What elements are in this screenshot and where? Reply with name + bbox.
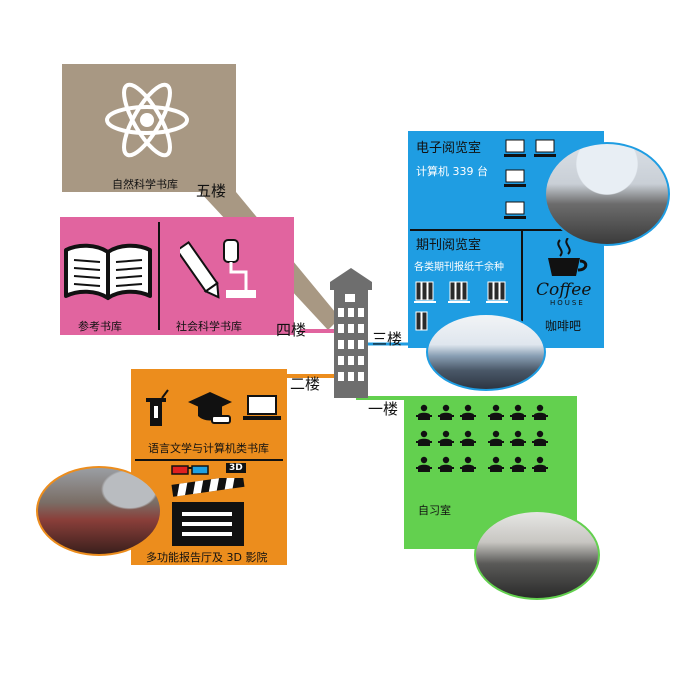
atom-icon	[105, 82, 189, 158]
floor-4-label: 四楼	[276, 321, 307, 339]
periodical-room-photo	[426, 313, 546, 391]
auditorium-label: 多功能报告厅及 3D 影院	[146, 551, 268, 564]
computer-room-photo	[544, 142, 670, 246]
periodical-reading-title: 期刊阅览室	[416, 238, 482, 253]
blue-vdivider	[521, 231, 523, 343]
magazine-rack-icon	[414, 281, 508, 331]
podium-icon	[146, 389, 169, 426]
floor-3-label: 三楼	[372, 330, 403, 348]
reference-label: 参考书库	[78, 320, 122, 333]
cafe-label: 咖啡吧	[545, 319, 582, 333]
electronic-reading-title: 电子阅览室	[416, 141, 482, 156]
computers-count: 计算机 339 台	[416, 165, 488, 178]
language-computer-label: 语言文学与计算机类书库	[148, 442, 269, 455]
building-icon	[330, 268, 372, 398]
natural-science-label: 自然科学书库	[112, 178, 178, 191]
orange-divider	[135, 459, 283, 461]
study-desks-icon	[416, 404, 548, 472]
natural-science-panel	[62, 64, 236, 192]
pencil-roller-icon	[180, 239, 256, 299]
floor-2-label: 二楼	[290, 375, 321, 393]
periodicals-count: 各类期刊报纸千余种	[414, 262, 504, 273]
laptop-icon	[243, 395, 281, 420]
floor-5-label: 五楼	[196, 182, 227, 200]
3d-badge: 3D	[226, 463, 246, 473]
graduation-cap-icon	[188, 392, 232, 424]
coffee-house-word: HOUSE	[550, 299, 585, 307]
social-science-label: 社会科学书库	[176, 320, 242, 333]
computer-icons	[504, 139, 556, 219]
open-book-icon	[64, 243, 152, 300]
study-room-label: 自习室	[418, 504, 451, 517]
3d-glasses-icon	[171, 465, 209, 475]
floor-1-label: 一楼	[368, 400, 399, 418]
blue-hdivider	[410, 229, 602, 231]
coffee-cup-icon	[548, 238, 588, 276]
clapperboard-icon	[171, 478, 245, 546]
auditorium-photo	[36, 466, 162, 556]
study-room-photo	[474, 510, 600, 600]
pink-divider	[158, 222, 160, 330]
coffee-word: Coffee	[536, 280, 592, 300]
